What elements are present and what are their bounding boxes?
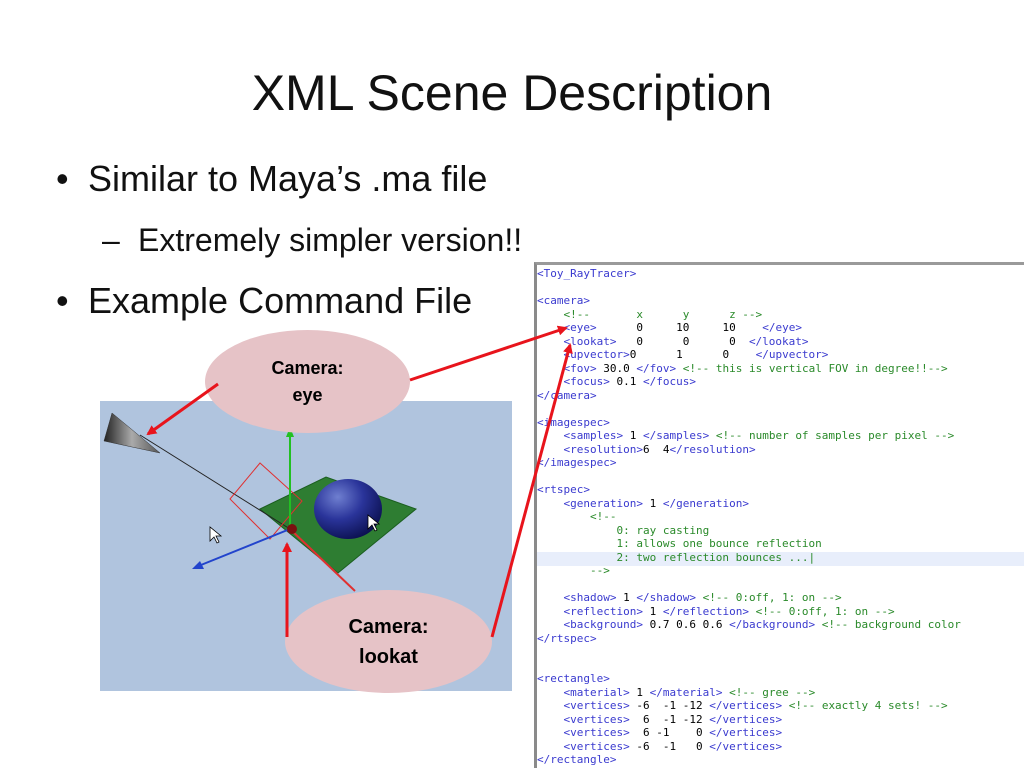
code-line: <fov> 30.0 </fov> <!-- this is vertical …	[563, 361, 948, 375]
axis-x	[289, 528, 356, 592]
xml-code: <Toy_RayTracer>​<camera> <!-- x y z --> …	[537, 267, 961, 767]
sphere	[314, 479, 382, 539]
bullet-maya: • Similar to Maya’s .ma file	[56, 158, 487, 200]
code-line: </rtspec>	[537, 631, 597, 645]
code-line: -->	[537, 564, 610, 577]
code-line: ​	[537, 470, 961, 484]
xml-code-panel: <Toy_RayTracer>​<camera> <!-- x y z --> …	[534, 262, 1024, 768]
code-line: <!--	[589, 510, 617, 523]
code-line: <background> 0.7 0.6 0.6 </background> <…	[563, 618, 961, 631]
code-line: 1: allows one bounce reflection	[537, 537, 822, 550]
code-line: <resolution>6 4</resolution>	[563, 442, 756, 456]
callout-label: Camera:	[271, 357, 344, 378]
code-line: 0: ray casting	[537, 523, 710, 537]
code-line: 2: two reflection bounces ...|	[537, 550, 816, 564]
callout-camera-lookat: Camera: lookat	[285, 590, 492, 693]
bullet-example: • Example Command File	[56, 280, 472, 322]
lookat-point	[287, 524, 297, 534]
camera-cone	[103, 412, 161, 454]
sub-bullet-simpler: –Extremely simpler version!!	[102, 222, 522, 259]
code-line: <vertices> 6 -1 0 </vertices>	[563, 726, 783, 739]
sub-bullet-text: Extremely simpler version!!	[138, 222, 523, 258]
axis-z	[195, 528, 291, 568]
code-line: <shadow> 1 </shadow> <!-- 0:off, 1: on -…	[563, 591, 842, 604]
callout-label: Camera:	[348, 615, 429, 638]
code-line: <reflection> 1 </reflection> <!-- 0:off,…	[563, 604, 895, 618]
code-line: <lookat> 0 0 0 </lookat>	[563, 334, 809, 348]
code-line: <focus> 0.1 </focus>	[563, 375, 696, 388]
code-line: ​	[537, 402, 961, 416]
cursor-icon	[367, 514, 381, 532]
code-line: <material> 1 </material> <!-- gree -->	[563, 685, 816, 699]
code-line: <camera>	[537, 294, 590, 307]
view-ray	[139, 434, 291, 530]
code-line: <vertices> 6 -1 -12 </vertices>	[563, 712, 783, 726]
callout-value: lookat	[359, 645, 418, 668]
code-line: <!-- x y z -->	[563, 307, 763, 321]
callout-camera-eye: Camera: eye	[205, 330, 410, 433]
bullet-marker: •	[56, 158, 69, 199]
code-line: <vertices> -6 -1 0 </vertices>	[563, 739, 783, 753]
callout-value: eye	[292, 384, 323, 405]
code-line: </rectangle>	[537, 753, 617, 766]
bullet-marker: •	[56, 280, 69, 321]
code-line: ​	[537, 281, 961, 295]
bullet-text: Example Command File	[88, 280, 473, 321]
code-line: <rectangle>	[537, 672, 610, 685]
code-line: <rtspec>	[537, 483, 590, 496]
slide-title: XML Scene Description	[251, 65, 773, 121]
code-line: <vertices> -6 -1 -12 </vertices> <!-- ex…	[563, 699, 948, 712]
code-line: <imagespec>	[537, 415, 610, 429]
code-line: </camera>	[537, 388, 597, 402]
bullet-text: Similar to Maya’s .ma file	[88, 158, 488, 199]
code-line: <samples> 1 </samples> <!-- number of sa…	[563, 429, 955, 442]
code-line: <Toy_RayTracer>	[537, 267, 637, 280]
code-line: </imagespec>	[537, 456, 617, 469]
current-line-highlight	[537, 552, 1024, 566]
code-line: ​	[537, 645, 961, 659]
code-line: ​	[537, 578, 961, 592]
code-line: ​	[537, 659, 961, 673]
view-frustum	[229, 462, 303, 540]
code-line: <eye> 0 10 10 </eye>	[563, 321, 802, 334]
code-line: <upvector>0 1 0 </upvector>	[563, 348, 829, 361]
cursor-icon	[209, 526, 223, 544]
sub-bullet-marker: –	[102, 222, 120, 258]
code-line: <generation> 1 </generation>	[563, 496, 749, 510]
scene-illustration	[103, 412, 418, 592]
